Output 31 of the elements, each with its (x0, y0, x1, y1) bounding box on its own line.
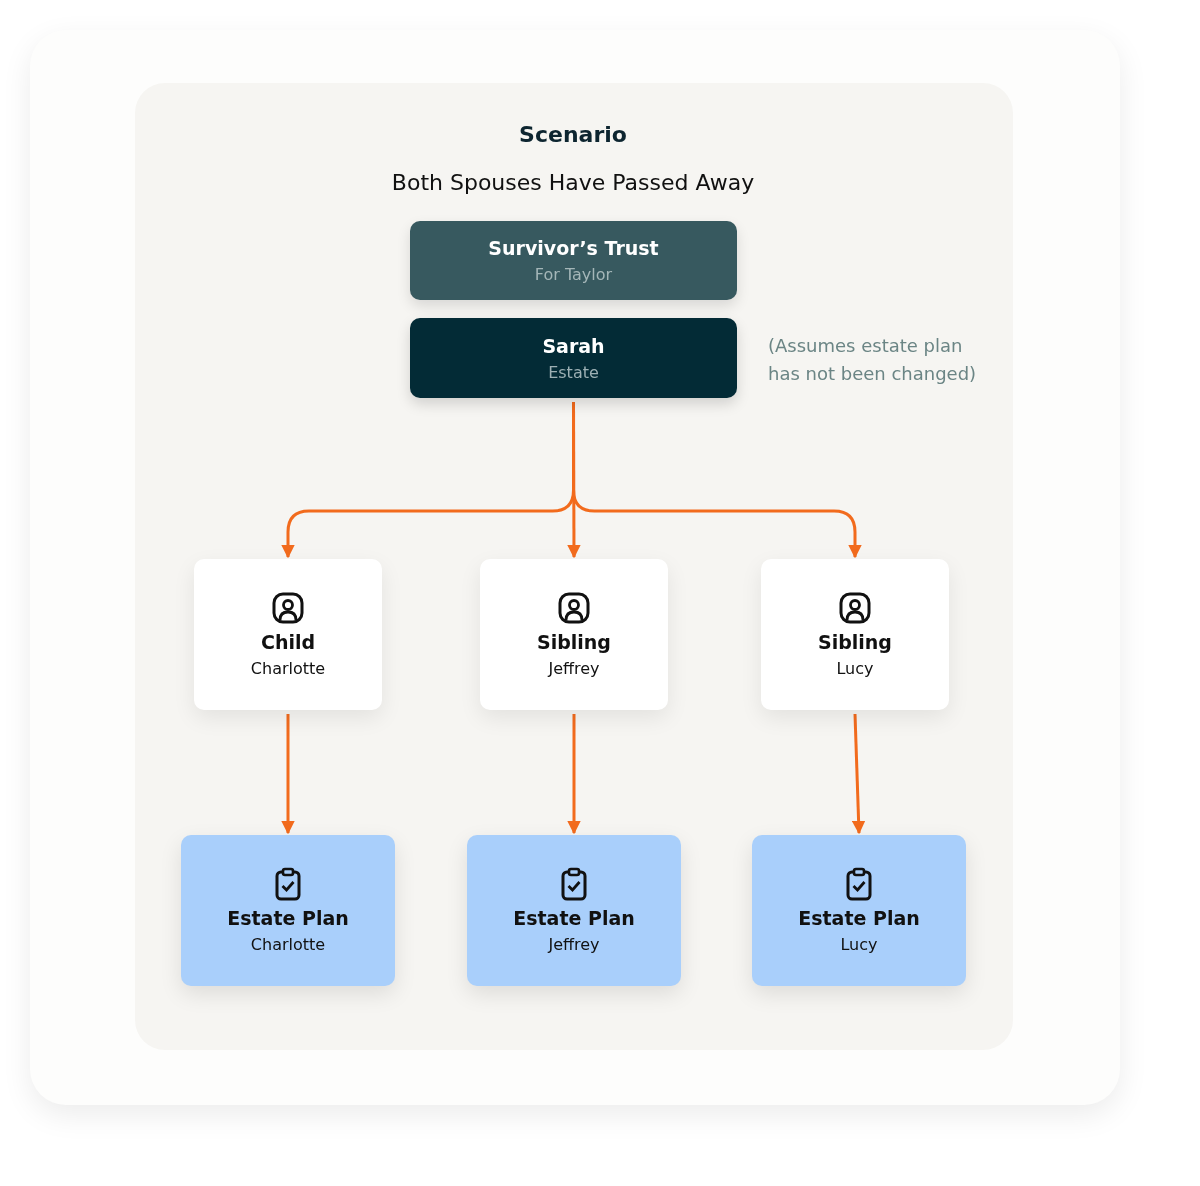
node-title: Survivor’s Trust (488, 237, 659, 259)
node-title: Sibling (537, 631, 611, 653)
person-card (761, 559, 949, 710)
person-card (194, 559, 382, 710)
plan-card (752, 835, 966, 986)
plan-card (181, 835, 395, 986)
node-subtitle: Estate (548, 362, 599, 382)
person-card (480, 559, 668, 710)
diagram-title: Scenario (518, 122, 628, 147)
node-title: Child (260, 631, 316, 653)
subtitle: Both Spouses Have Passed Away (390, 170, 756, 195)
node-subtitle: For Taylor (534, 265, 613, 284)
node-subtitle: Jeffrey (548, 659, 600, 678)
node-subtitle: Charlotte (250, 935, 326, 954)
node-subtitle: Charlotte (250, 659, 326, 678)
arrow (567, 714, 581, 835)
arrow (281, 714, 295, 835)
node-title: Sibling (818, 631, 892, 653)
node-subtitle: Jeffrey (548, 935, 600, 954)
node-subtitle: Lucy (836, 659, 874, 678)
node-title: Estate Plan (798, 907, 920, 929)
arrow (851, 713, 866, 835)
arrow (572, 402, 862, 559)
plan-card (467, 835, 681, 986)
node-title: Sarah (542, 334, 605, 357)
node-title: Estate Plan (513, 907, 635, 929)
node-subtitle: Lucy (840, 935, 878, 954)
note-text: (Assumes estate plan has not been changed) (768, 334, 978, 386)
trust-box (410, 221, 737, 300)
estate-box (410, 318, 737, 398)
node-title: Estate Plan (227, 907, 349, 929)
